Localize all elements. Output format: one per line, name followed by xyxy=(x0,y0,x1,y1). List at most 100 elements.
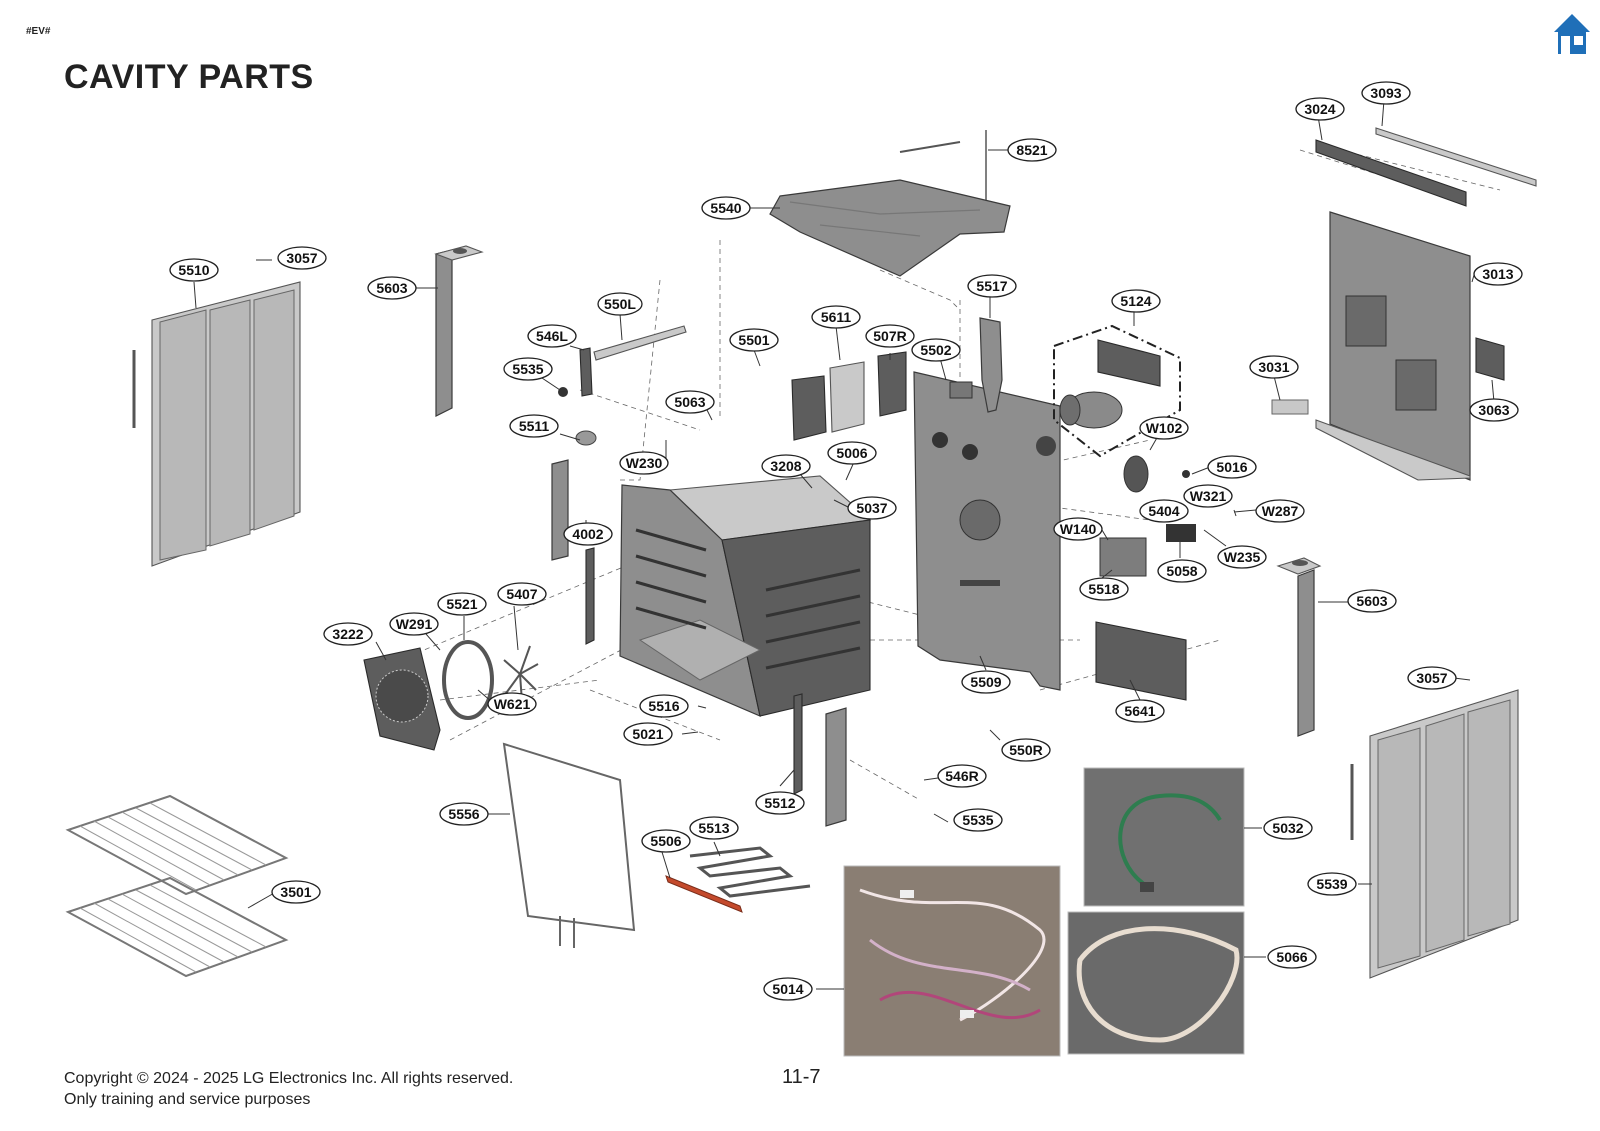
svg-text:5021: 5021 xyxy=(632,726,663,742)
convection-fan-assembly xyxy=(363,640,539,751)
photo-wiring-harness xyxy=(843,865,1061,1057)
svg-text:W621: W621 xyxy=(494,696,531,712)
callout-5611: 5611 xyxy=(811,305,861,329)
svg-text:5014: 5014 xyxy=(772,981,803,997)
callout-W621: W621 xyxy=(487,692,537,716)
svg-text:4002: 4002 xyxy=(572,526,603,542)
svg-text:5556: 5556 xyxy=(448,806,479,822)
rear-wall xyxy=(913,371,1061,691)
callout-5124: 5124 xyxy=(1111,289,1161,313)
svg-text:3501: 3501 xyxy=(280,884,311,900)
svg-text:5510: 5510 xyxy=(178,262,209,278)
svg-text:5404: 5404 xyxy=(1148,503,1179,519)
svg-text:550L: 550L xyxy=(604,296,636,312)
callout-3501: 3501 xyxy=(271,880,321,904)
relay-components xyxy=(1095,470,1196,701)
svg-text:W321: W321 xyxy=(1190,488,1227,504)
svg-text:5066: 5066 xyxy=(1276,949,1307,965)
convection-motor-assembly xyxy=(1053,324,1181,493)
corner-pillar-right xyxy=(1276,557,1322,737)
svg-text:5124: 5124 xyxy=(1120,293,1151,309)
callout-5014: 5014 xyxy=(763,977,813,1001)
callout-3093: 3093 xyxy=(1361,81,1411,105)
callout-W291: W291 xyxy=(389,612,439,636)
svg-text:550R: 550R xyxy=(1009,742,1042,758)
rear-cover xyxy=(1271,211,1505,481)
home-icon[interactable] xyxy=(1552,12,1592,56)
svg-text:5518: 5518 xyxy=(1088,581,1119,597)
callout-5511: 5511 xyxy=(509,414,559,438)
callout-5556: 5556 xyxy=(439,802,489,826)
svg-text:W230: W230 xyxy=(626,455,663,471)
callout-5540: 5540 xyxy=(701,196,751,220)
svg-text:3057: 3057 xyxy=(1416,670,1447,686)
oven-racks xyxy=(65,794,289,978)
callout-3063: 3063 xyxy=(1469,398,1519,422)
svg-text:5539: 5539 xyxy=(1316,876,1347,892)
svg-text:507R: 507R xyxy=(873,328,906,344)
svg-text:3057: 3057 xyxy=(286,250,317,266)
callout-W321: W321 xyxy=(1183,484,1233,508)
callout-5407: 5407 xyxy=(497,582,547,606)
page-number: 11-7 xyxy=(782,1066,821,1088)
footer-copyright: Copyright © 2024 - 2025 LG Electronics I… xyxy=(64,1068,513,1110)
document-tag: #EV# xyxy=(26,26,51,37)
callout-5066: 5066 xyxy=(1267,945,1317,969)
svg-text:5517: 5517 xyxy=(976,278,1007,294)
svg-text:3093: 3093 xyxy=(1370,85,1401,101)
svg-text:5513: 5513 xyxy=(698,820,729,836)
svg-text:5511: 5511 xyxy=(519,418,550,434)
svg-text:5506: 5506 xyxy=(650,833,681,849)
svg-text:5006: 5006 xyxy=(836,445,867,461)
svg-text:5501: 5501 xyxy=(738,332,769,348)
callout-3057-left: 3057 xyxy=(277,246,327,270)
svg-text:3063: 3063 xyxy=(1478,402,1509,418)
svg-text:5516: 5516 xyxy=(648,698,679,714)
svg-text:5032: 5032 xyxy=(1272,820,1303,836)
callout-3024: 3024 xyxy=(1295,97,1345,121)
callout-5516: 5516 xyxy=(639,694,689,718)
copyright-line: Copyright © 2024 - 2025 LG Electronics I… xyxy=(64,1070,514,1087)
svg-text:5641: 5641 xyxy=(1124,703,1155,719)
svg-text:5058: 5058 xyxy=(1166,563,1197,579)
corner-pillar-left xyxy=(434,245,484,417)
svg-text:546L: 546L xyxy=(536,328,568,344)
svg-text:5037: 5037 xyxy=(856,500,887,516)
callout-5513: 5513 xyxy=(689,816,739,840)
svg-text:5512: 5512 xyxy=(764,795,795,811)
callout-5016: 5016 xyxy=(1207,455,1257,479)
photo-ground-wire xyxy=(1083,767,1245,907)
callout-5603-left: 5603 xyxy=(367,276,417,300)
callout-5518: 5518 xyxy=(1079,577,1129,601)
callout-5006: 5006 xyxy=(827,441,877,465)
svg-text:5535: 5535 xyxy=(962,812,993,828)
page-title: CAVITY PARTS xyxy=(64,58,314,96)
callout-5032: 5032 xyxy=(1263,816,1313,840)
top-trim-pieces xyxy=(1315,127,1537,207)
svg-text:W140: W140 xyxy=(1060,521,1097,537)
svg-text:5407: 5407 xyxy=(506,586,537,602)
callout-5037: 5037 xyxy=(847,496,897,520)
callout-W287: W287 xyxy=(1255,499,1305,523)
svg-text:5063: 5063 xyxy=(674,394,705,410)
callout-5404: 5404 xyxy=(1139,499,1189,523)
callout-5509: 5509 xyxy=(961,670,1011,694)
photo-cable-loop xyxy=(1067,911,1245,1055)
svg-text:W102: W102 xyxy=(1146,420,1183,436)
callout-5501: 5501 xyxy=(729,328,779,352)
bottom-shield xyxy=(502,742,636,948)
svg-text:546R: 546R xyxy=(945,768,978,784)
callout-546R: 546R xyxy=(937,764,987,788)
callout-546L: 546L xyxy=(527,324,577,348)
callout-4002: 4002 xyxy=(563,522,613,546)
svg-text:3024: 3024 xyxy=(1304,101,1335,117)
svg-text:5502: 5502 xyxy=(920,342,951,358)
svg-text:5603: 5603 xyxy=(1356,593,1387,609)
callout-5063: 5063 xyxy=(665,390,715,414)
callout-5603-right: 5603 xyxy=(1347,589,1397,613)
svg-text:5521: 5521 xyxy=(446,596,477,612)
svg-text:W235: W235 xyxy=(1224,549,1261,565)
callout-5502: 5502 xyxy=(911,338,961,362)
callout-550L: 550L xyxy=(597,292,643,316)
callout-W140: W140 xyxy=(1053,517,1103,541)
